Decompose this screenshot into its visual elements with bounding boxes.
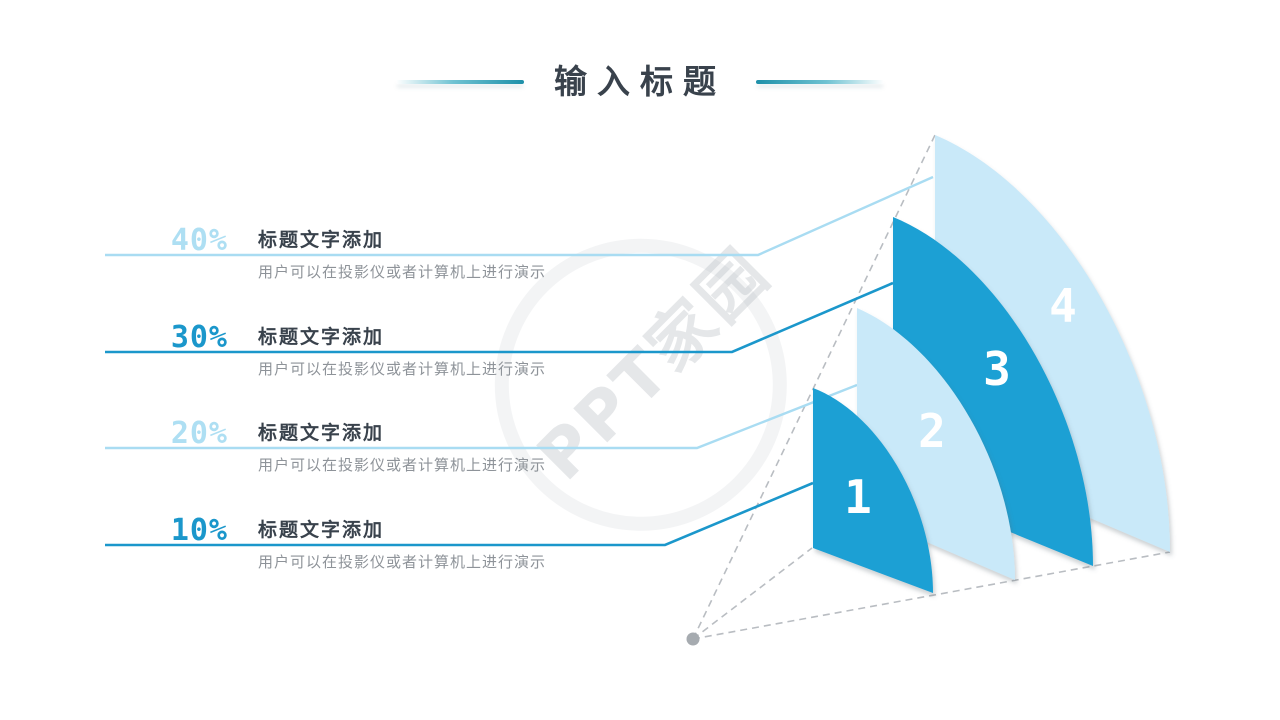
item-description: 用户可以在投影仪或者计算机上进行演示 — [258, 263, 547, 281]
item-description: 用户可以在投影仪或者计算机上进行演示 — [258, 360, 547, 378]
sail-number-4: 4 — [1049, 279, 1077, 333]
perspective-dashed-line-tips — [692, 551, 1171, 640]
connector-line-30 — [105, 281, 894, 354]
percent-value: 40% — [170, 223, 228, 258]
sail-shape-1 — [813, 388, 933, 593]
title-line-right — [756, 80, 884, 84]
title-block: 输入标题 — [0, 52, 1280, 112]
perspective-dashed-line-base — [692, 547, 813, 640]
list-item-20: 20% 标题文字添加 用户可以在投影仪或者计算机上进行演示 — [105, 416, 705, 492]
title-line-left — [396, 80, 524, 84]
list-item-40: 40% 标题文字添加 用户可以在投影仪或者计算机上进行演示 — [105, 223, 705, 299]
item-description: 用户可以在投影仪或者计算机上进行演示 — [258, 456, 547, 474]
item-title: 标题文字添加 — [258, 229, 385, 251]
item-description: 用户可以在投影仪或者计算机上进行演示 — [258, 553, 547, 571]
list-item-10: 10% 标题文字添加 用户可以在投影仪或者计算机上进行演示 — [105, 513, 705, 589]
percent-value: 20% — [170, 416, 228, 451]
item-title: 标题文字添加 — [258, 326, 385, 348]
percent-value: 30% — [170, 320, 228, 355]
sail-number-1: 1 — [844, 470, 872, 524]
item-title: 标题文字添加 — [258, 422, 385, 444]
perspective-dashed-line-peaks — [692, 134, 936, 640]
sail-number-2: 2 — [918, 404, 946, 458]
sail-number-3: 3 — [983, 342, 1011, 396]
vanishing-point-dot — [686, 632, 700, 646]
percent-value: 10% — [170, 513, 228, 548]
connector-line-20 — [105, 383, 858, 450]
list-item-30: 30% 标题文字添加 用户可以在投影仪或者计算机上进行演示 — [105, 320, 705, 396]
connector-line-10 — [105, 481, 814, 547]
page-title: 输入标题 — [554, 62, 726, 101]
connector-line-40 — [105, 175, 934, 257]
item-title: 标题文字添加 — [258, 519, 385, 541]
